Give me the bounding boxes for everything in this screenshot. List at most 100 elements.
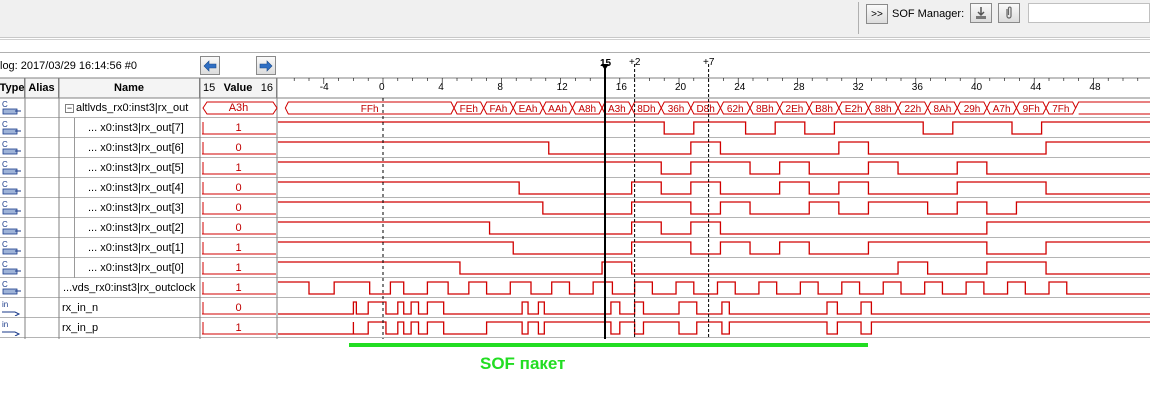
expand-button[interactable]: >> [866,4,888,24]
marker-main-label: 15 [600,58,612,69]
signal-name: ... x0:inst3|rx_out[1] [60,238,200,258]
signal-row[interactable]: C ... x0:inst3|rx_out[1] 1 [0,238,1150,258]
time-tick-label: 36 [912,82,924,93]
value-header-right: 16 [260,82,273,94]
signal-row[interactable]: in rx_in_n 0 [0,298,1150,318]
time-tick-label: 8 [497,82,503,93]
svg-text:C: C [2,240,8,249]
time-tick-label: 24 [734,82,746,93]
signal-type-icon: C [1,200,23,216]
time-tick-label: 40 [971,82,983,93]
arrow-left-icon [203,59,217,72]
signal-row[interactable]: C ... x0:inst3|rx_out[2] 0 [0,218,1150,238]
svg-text:C: C [2,160,8,169]
input-pin-icon: in [1,320,23,337]
column-header-name[interactable]: Name [59,78,200,98]
time-tick-label: 44 [1030,82,1042,93]
signal-name: ... x0:inst3|rx_out[0] [60,258,200,278]
signal-type-icon: C [1,120,23,136]
value-header-left: 15 [203,82,216,94]
time-tick-label: 0 [379,82,385,93]
download-icon[interactable] [970,3,992,23]
signal-name: ... x0:inst3|rx_out[7] [60,118,200,138]
signal-type-icon: C [1,260,23,276]
signal-type-icon: C [1,140,23,156]
sof-device-field[interactable] [1028,3,1150,23]
signal-name: ... x0:inst3|rx_out[2] [60,218,200,238]
signal-value: 0 [235,222,242,234]
column-header-alias[interactable]: Alias [25,78,59,98]
column-header-type[interactable]: Type [0,78,25,98]
time-tick-label: -4 [320,82,329,93]
signal-row[interactable]: C ... x0:inst3|rx_out[0] 1 [0,258,1150,278]
signal-type-icon: C [1,160,23,176]
time-tick-label: 20 [675,82,687,93]
signal-value: 0 [235,142,242,154]
signal-name: −altlvds_rx0:inst3|rx_out [60,98,200,118]
signal-type-icon: C [1,180,23,196]
signal-value: 0 [235,302,242,314]
time-tick-label: 32 [853,82,865,93]
divider [0,52,1150,53]
signal-name: ... x0:inst3|rx_out[6] [60,138,200,158]
svg-text:C: C [2,280,8,289]
sof-manager-label: SOF Manager: [892,8,965,20]
signal-value: 1 [235,282,242,294]
value-header-label: Value [223,82,253,94]
signal-row[interactable]: C ... x0:inst3|rx_out[4] 0 [0,178,1150,198]
signal-type-icon: C [1,100,23,116]
time-tick-label: 16 [616,82,628,93]
signal-name: ...vds_rx0:inst3|rx_outclock [63,282,196,294]
next-transition-button[interactable] [256,56,276,75]
svg-text:C: C [2,140,8,149]
svg-text:in: in [2,300,8,309]
signal-type-icon: C [1,240,23,256]
time-tick-label: 28 [793,82,805,93]
signal-name: ... x0:inst3|rx_out[5] [60,158,200,178]
signal-row[interactable]: C −altlvds_rx0:inst3|rx_out A3h [0,98,1150,118]
svg-text:C: C [2,100,8,109]
signal-value: 1 [235,242,242,254]
time-tick-label: 4 [438,82,444,93]
signal-row[interactable]: C ... x0:inst3|rx_out[5] 1 [0,158,1150,178]
marker-1-label: +2 [629,57,641,68]
signal-value: 1 [235,262,242,274]
signal-value: 1 [235,162,242,174]
signal-type-icon: C [1,280,23,296]
signal-row[interactable]: C ...vds_rx0:inst3|rx_outclock 1 [0,278,1150,298]
signal-name: ... x0:inst3|rx_out[4] [60,178,200,198]
signal-name: ... x0:inst3|rx_out[3] [60,198,200,218]
signal-value: 0 [235,202,242,214]
signal-row[interactable]: in rx_in_p 1 [0,318,1150,338]
signal-row[interactable]: C ... x0:inst3|rx_out[3] 0 [0,198,1150,218]
toolbar-separator [858,2,859,34]
prev-transition-button[interactable] [200,56,220,75]
signal-name-text: altlvds_rx0:inst3|rx_out [76,102,189,114]
marker-2-label: +7 [703,57,715,68]
svg-text:C: C [2,120,8,129]
sof-packet-annotation: SOF пакет [480,354,566,373]
input-pin-icon: in [1,300,23,317]
svg-text:C: C [2,220,8,229]
column-header-value[interactable]: 15 Value 16 [200,78,277,98]
signal-row[interactable]: C ... x0:inst3|rx_out[6] 0 [0,138,1150,158]
svg-text:C: C [2,260,8,269]
divider [0,39,1150,40]
signal-value: A3h [228,102,249,114]
svg-text:C: C [2,180,8,189]
time-tick-label: 12 [557,82,569,93]
time-tick-label: 48 [1089,82,1101,93]
signal-name: rx_in_p [62,322,99,334]
collapse-toggle[interactable]: − [65,102,74,113]
arrow-right-icon [259,59,273,72]
log-timestamp: log: 2017/03/29 16:14:56 #0 [0,60,138,72]
signal-name: rx_in_n [62,302,99,314]
signal-value: 1 [235,122,242,134]
signal-value: 1 [235,322,242,334]
top-toolbar: >> SOF Manager: [0,0,1150,38]
signal-type-icon: C [1,220,23,236]
paperclip-icon[interactable] [998,3,1020,23]
svg-text:C: C [2,200,8,209]
signal-row[interactable]: C ... x0:inst3|rx_out[7] 1 [0,118,1150,138]
signal-value: 0 [235,182,242,194]
